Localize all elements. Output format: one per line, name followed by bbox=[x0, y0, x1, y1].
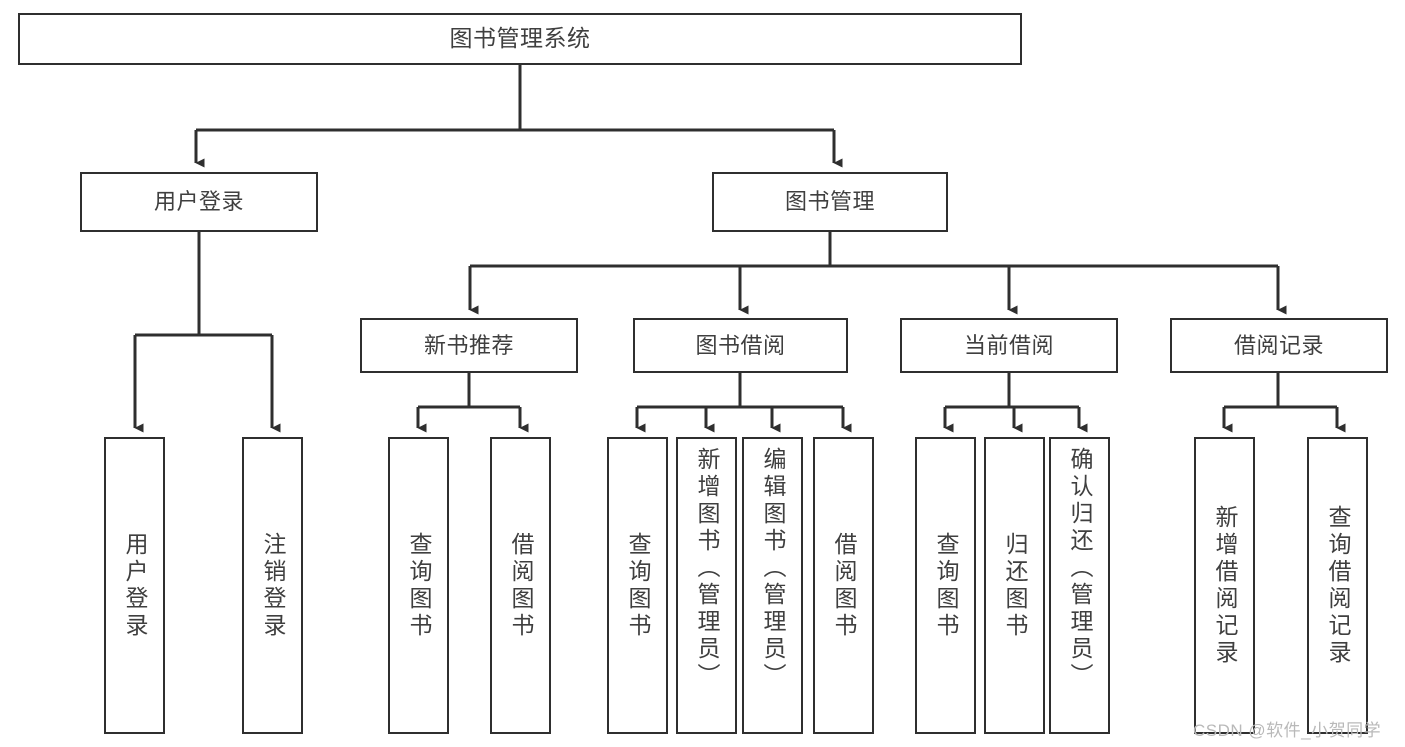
leaf-confirm-return-admin[interactable]: 确认归还（管理员） bbox=[1049, 437, 1110, 734]
node-label: 新增图书（管理员） bbox=[694, 447, 720, 690]
leaf-logout-login[interactable]: 注销登录 bbox=[242, 437, 303, 734]
node-label: 新增借阅记录 bbox=[1212, 504, 1238, 667]
node-label: 图书管理系统 bbox=[449, 25, 591, 52]
node-new-book-recommend[interactable]: 新书推荐 bbox=[360, 318, 578, 373]
node-label: 查询图书 bbox=[933, 531, 959, 640]
node-label: 查询图书 bbox=[406, 531, 432, 640]
leaf-query-book-current[interactable]: 查询图书 bbox=[915, 437, 976, 734]
node-label: 新书推荐 bbox=[423, 332, 514, 358]
node-label: 借阅记录 bbox=[1233, 332, 1324, 358]
node-label: 注销登录 bbox=[260, 531, 286, 640]
node-label: 借阅图书 bbox=[831, 531, 857, 640]
node-label: 借阅图书 bbox=[508, 531, 534, 640]
node-label: 查询图书 bbox=[625, 531, 651, 640]
node-label: 编辑图书（管理员） bbox=[760, 447, 786, 690]
leaf-add-book-admin[interactable]: 新增图书（管理员） bbox=[676, 437, 737, 734]
node-user-login[interactable]: 用户登录 bbox=[80, 172, 318, 232]
leaf-add-borrow-record[interactable]: 新增借阅记录 bbox=[1194, 437, 1255, 734]
node-book-borrow[interactable]: 图书借阅 bbox=[633, 318, 848, 373]
node-label: 图书管理 bbox=[784, 189, 875, 215]
node-label: 查询借阅记录 bbox=[1325, 504, 1351, 667]
node-label: 用户登录 bbox=[122, 531, 148, 640]
leaf-query-borrow-record[interactable]: 查询借阅记录 bbox=[1307, 437, 1368, 734]
leaf-return-book[interactable]: 归还图书 bbox=[984, 437, 1045, 734]
leaf-borrow-book-borrow[interactable]: 借阅图书 bbox=[813, 437, 874, 734]
leaf-user-login[interactable]: 用户登录 bbox=[104, 437, 165, 734]
node-root-system[interactable]: 图书管理系统 bbox=[18, 13, 1022, 65]
node-label: 当前借阅 bbox=[963, 332, 1054, 358]
node-label: 归还图书 bbox=[1002, 531, 1028, 640]
leaf-query-book-borrow[interactable]: 查询图书 bbox=[607, 437, 668, 734]
csdn-watermark: CSDN @软件_小贺同学 bbox=[1193, 721, 1382, 740]
leaf-borrow-book-recommend[interactable]: 借阅图书 bbox=[490, 437, 551, 734]
leaf-edit-book-admin[interactable]: 编辑图书（管理员） bbox=[742, 437, 803, 734]
node-book-manage[interactable]: 图书管理 bbox=[712, 172, 948, 232]
node-label: 用户登录 bbox=[153, 189, 244, 215]
node-current-borrow[interactable]: 当前借阅 bbox=[900, 318, 1118, 373]
node-label: 确认归还（管理员） bbox=[1067, 447, 1093, 690]
node-borrow-record[interactable]: 借阅记录 bbox=[1170, 318, 1388, 373]
leaf-query-book-recommend[interactable]: 查询图书 bbox=[388, 437, 449, 734]
node-label: 图书借阅 bbox=[695, 332, 786, 358]
